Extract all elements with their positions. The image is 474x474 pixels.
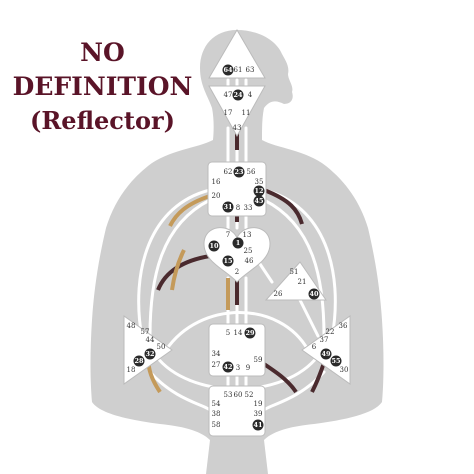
gate-22: 22 [326, 328, 335, 336]
gate-32: 32 [145, 350, 154, 358]
gate-37: 37 [320, 336, 329, 344]
gate-60: 60 [234, 391, 243, 399]
gate-30: 30 [340, 366, 349, 374]
gate-55-active [330, 355, 342, 367]
gate-49-active [320, 348, 332, 360]
title-line-2: DEFINITION [12, 72, 193, 101]
spleen-center: 48 57 44 50 32 28 18 [123, 315, 173, 385]
gate-28-active [133, 355, 145, 367]
gate-59: 59 [254, 356, 263, 364]
gate-16: 16 [212, 178, 221, 186]
gate-58: 58 [212, 421, 221, 429]
ajna-center: 47 24 4 17 11 43 [208, 85, 266, 138]
throat-center: 62 23 56 16 35 12 20 45 31 8 33 [207, 161, 267, 217]
gate-19: 19 [254, 400, 263, 408]
gate-6: 6 [312, 343, 317, 351]
gate-9: 9 [246, 364, 250, 372]
gate-10: 10 [209, 242, 219, 250]
gate-24-active [232, 89, 244, 101]
sacral-center: 5 14 29 34 27 42 3 9 59 [208, 323, 266, 377]
title: NO DEFINITION (Reflector) [0, 36, 205, 138]
gate-43: 43 [233, 124, 242, 132]
gate-42-active [222, 361, 234, 373]
g-center: 7 1 13 10 25 15 46 2 [203, 227, 271, 283]
gate-12: 12 [254, 187, 263, 195]
gate-34: 34 [212, 350, 221, 358]
gate-42: 42 [223, 363, 232, 371]
gate-highlights [146, 128, 328, 394]
gate-31-active [222, 201, 234, 213]
gate-14: 14 [234, 329, 243, 337]
gate-11: 11 [242, 109, 251, 117]
gate-35: 35 [255, 178, 264, 186]
gate-48: 48 [127, 322, 136, 330]
root-center: 53 60 52 54 19 38 39 58 41 [208, 385, 266, 437]
gate-12-active [253, 185, 265, 197]
gate-49: 49 [321, 350, 331, 358]
gate-29: 29 [245, 329, 255, 337]
gate-54: 54 [212, 400, 221, 408]
gate-51: 51 [290, 268, 299, 276]
gate-44: 44 [146, 336, 155, 344]
gate-21: 21 [298, 278, 307, 286]
gate-61: 61 [234, 66, 243, 74]
gate-46: 46 [245, 257, 254, 265]
gate-38: 38 [212, 410, 221, 418]
gate-20: 20 [212, 192, 221, 200]
gate-10-active [208, 240, 220, 252]
gate-32-active [144, 348, 156, 360]
title-line-3: (Reflector) [30, 106, 175, 135]
gate-5: 5 [226, 329, 230, 337]
heart-center: 51 21 26 40 [264, 261, 327, 301]
gate-45-active [253, 195, 265, 207]
gate-24: 24 [233, 91, 243, 99]
gate-55: 55 [331, 357, 341, 365]
gate-64: 64 [223, 66, 233, 74]
gate-64-active [222, 64, 234, 76]
gate-57: 57 [141, 328, 150, 336]
gate-25: 25 [244, 247, 253, 255]
gate-56: 56 [247, 168, 256, 176]
gate-3: 3 [236, 364, 240, 372]
gate-2: 2 [235, 268, 239, 276]
gate-28: 28 [134, 357, 144, 365]
gate-1: 1 [236, 239, 241, 247]
gate-15-active [222, 255, 234, 267]
gate-27: 27 [212, 361, 221, 369]
gate-41-active [252, 419, 264, 431]
gate-36: 36 [339, 322, 348, 330]
gate-63: 63 [246, 66, 255, 74]
gate-31: 31 [223, 203, 232, 211]
gate-15: 15 [223, 257, 233, 265]
gate-50: 50 [157, 343, 166, 351]
gate-40-active [308, 288, 320, 300]
gate-18: 18 [127, 366, 136, 374]
gate-29-active [244, 327, 256, 339]
solar-plexus-center: 36 22 37 6 49 55 30 [301, 315, 351, 385]
gate-13: 13 [243, 231, 252, 239]
gate-23: 23 [234, 168, 244, 176]
gate-4: 4 [248, 91, 253, 99]
gate-45: 45 [254, 197, 264, 205]
gate-8: 8 [236, 204, 240, 212]
title-line-1: NO [80, 38, 125, 67]
gate-41: 41 [253, 421, 262, 429]
gate-26: 26 [274, 290, 283, 298]
gate-7: 7 [226, 231, 230, 239]
gate-47: 47 [224, 91, 233, 99]
gate-39: 39 [254, 410, 263, 418]
head-center: 64 61 63 [208, 29, 266, 79]
gate-33: 33 [244, 204, 253, 212]
gate-17: 17 [224, 109, 233, 117]
gate-52: 52 [245, 391, 254, 399]
gate-53: 53 [224, 391, 233, 399]
gate-1-active [232, 237, 244, 249]
gate-62: 62 [224, 168, 233, 176]
gate-40: 40 [309, 290, 319, 298]
gate-23-active [233, 166, 245, 178]
